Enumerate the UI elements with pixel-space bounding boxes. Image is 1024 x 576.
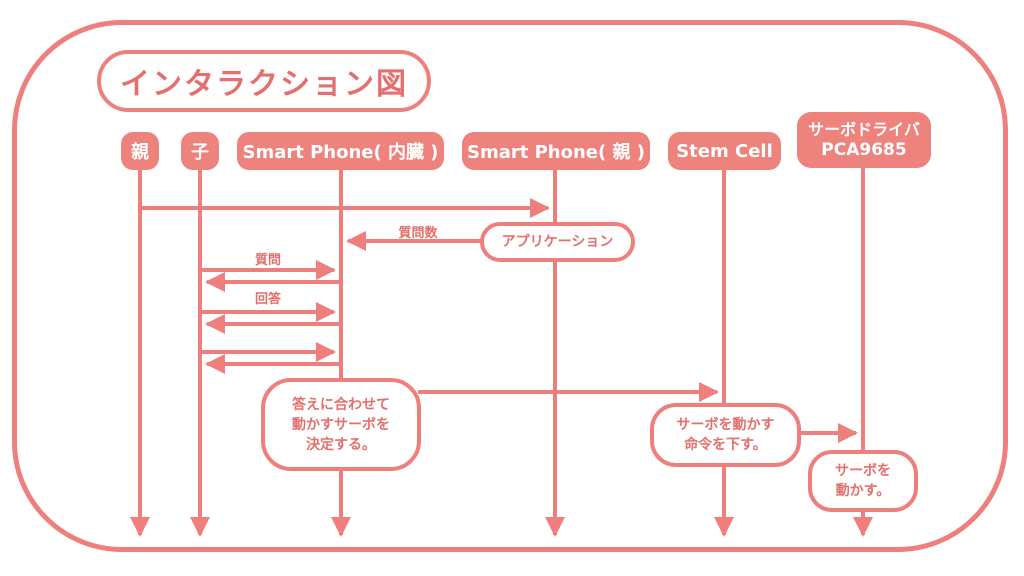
actor-parent: 親 xyxy=(121,132,159,170)
note-decide-servo: 答えに合わせて 動かすサーボを 決定する。 xyxy=(261,378,421,471)
diagram-title: インタラクション図 xyxy=(97,50,431,112)
note-application: アプリケーション xyxy=(480,222,635,262)
actor-phone-parent: Smart Phone( 親 ) xyxy=(462,132,650,170)
actor-child: 子 xyxy=(181,132,219,170)
label-question-count: 質問数 xyxy=(398,226,438,241)
note-command-line1: サーボを動かす xyxy=(676,417,775,433)
note-command: サーボを動かす 命令を下す。 xyxy=(650,403,801,467)
note-decide-line1: 答えに合わせて xyxy=(292,396,390,413)
note-move-line1: サーボを xyxy=(835,463,891,479)
diagram-frame xyxy=(12,20,1008,552)
actor-servo-driver-name: サーボドライバ xyxy=(808,120,920,139)
note-decide-line3: 決定する。 xyxy=(306,436,376,453)
note-move-servo: サーボを 動かす。 xyxy=(808,450,918,512)
actor-servo-driver-model: PCA9685 xyxy=(821,140,907,160)
label-question: 質問 xyxy=(254,253,282,268)
note-decide-line2: 動かすサーボを xyxy=(292,416,390,433)
note-application-text: アプリケーション xyxy=(501,234,614,250)
label-answer: 回答 xyxy=(254,292,282,307)
actor-phone-internal: Smart Phone( 内臓 ) xyxy=(237,132,444,170)
actor-servo-driver: サーボドライバ PCA9685 xyxy=(797,112,931,168)
actor-stem-cell: Stem Cell xyxy=(668,132,781,170)
note-move-line2: 動かす。 xyxy=(835,483,891,499)
note-command-line2: 命令を下す。 xyxy=(684,437,767,453)
